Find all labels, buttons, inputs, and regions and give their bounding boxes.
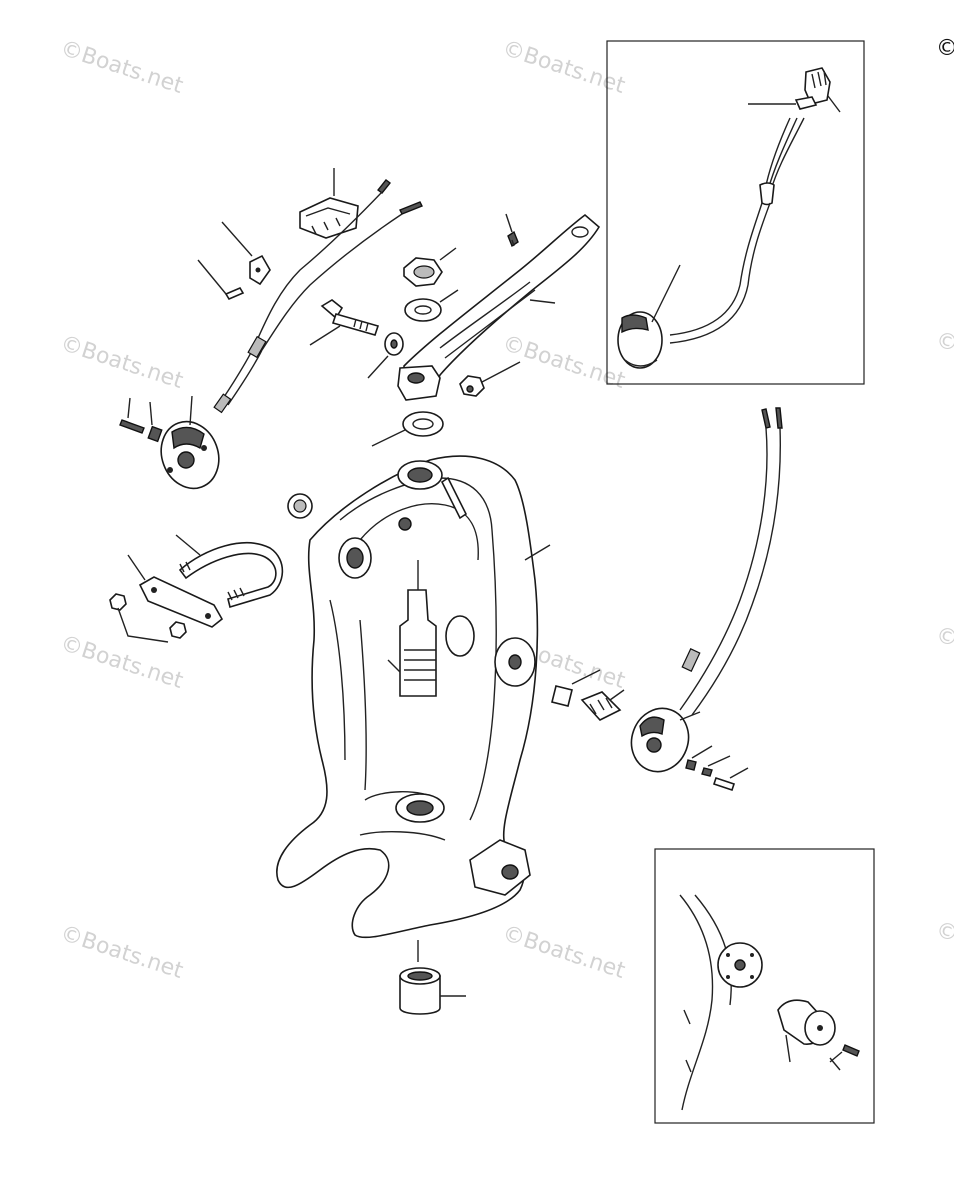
- u-bolt: [175, 534, 284, 609]
- retaining-plate: [221, 221, 271, 286]
- spring-washer-left: [147, 401, 163, 443]
- flat-washer-top: [404, 289, 459, 322]
- screws-right: [685, 745, 749, 792]
- trim-sender-left: [160, 395, 220, 490]
- thrust-washer: [371, 411, 444, 447]
- clamp-plate: [127, 554, 224, 628]
- arm-screw: [505, 213, 519, 248]
- washer-small: [367, 332, 404, 379]
- inset-sender: [617, 311, 663, 369]
- copyright-mark: ©: [936, 36, 954, 61]
- bushing-side: [494, 637, 601, 707]
- screw-left: [119, 397, 145, 434]
- hex-nuts: [109, 593, 187, 643]
- trim-sender-right: [630, 707, 701, 773]
- wire-harness-connectors: [254, 179, 423, 351]
- arm-nut: [459, 361, 521, 397]
- small-screw-upper-left: [197, 259, 245, 301]
- lock-nut-top: [403, 247, 457, 287]
- pivot-bolt: [309, 299, 380, 346]
- lower-bushing: [399, 940, 466, 1015]
- connector-plug: [794, 96, 818, 110]
- connector-block: [804, 67, 831, 105]
- sensor-cable-left: [213, 335, 267, 414]
- wire-clip-bracket: [299, 168, 359, 239]
- tilt-pin: [580, 689, 625, 721]
- sensor-cable-right: [679, 407, 783, 716]
- swivel-shaft: [387, 560, 437, 697]
- steering-arm: [397, 213, 601, 401]
- mount-detail-inset: [654, 848, 875, 1124]
- grommet: [287, 493, 313, 519]
- harness-inset: [606, 40, 865, 385]
